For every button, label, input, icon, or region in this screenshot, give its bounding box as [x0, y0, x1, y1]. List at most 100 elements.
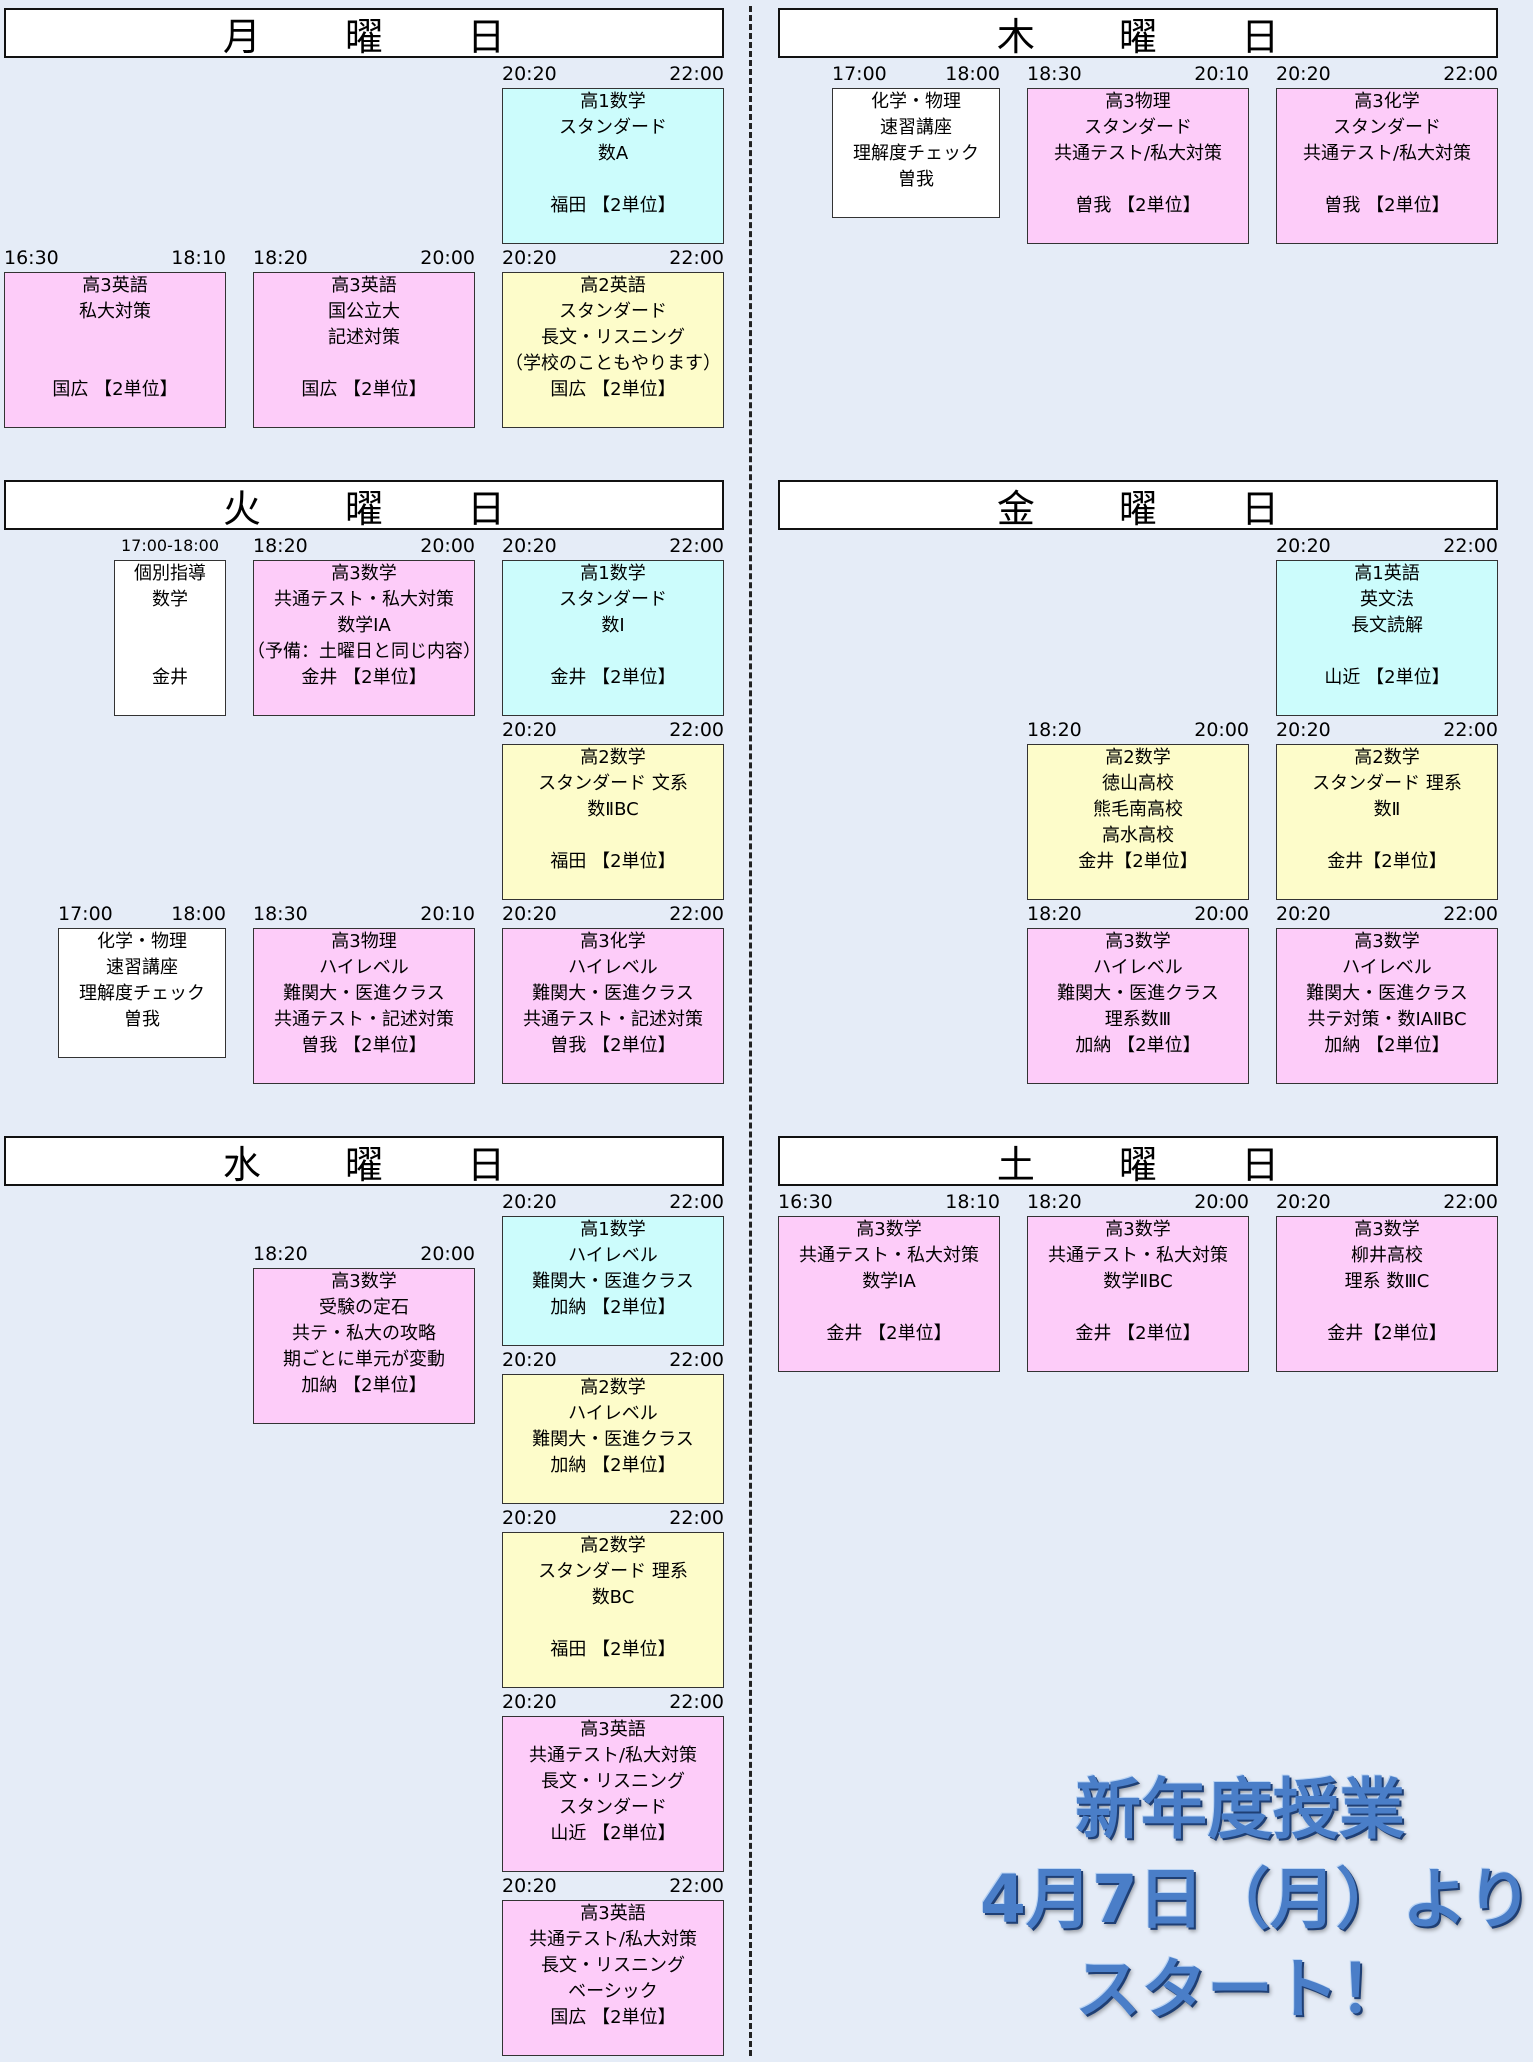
lesson-line: 加納 【2単位】: [301, 1375, 427, 1396]
lesson-line: 数Ⅱ: [1373, 799, 1401, 820]
end-time: 18:10: [945, 1191, 1000, 1213]
lesson-line: 国広 【2単位】: [301, 379, 427, 400]
time-range-mon3: 18:20 20:00: [253, 244, 475, 270]
start-time: 20:20: [1276, 903, 1331, 925]
start-time: 18:20: [253, 247, 308, 269]
start-time: 20:20: [502, 719, 557, 741]
end-time: 22:00: [1443, 63, 1498, 85]
start-time: 20:20: [502, 63, 557, 85]
lesson-line: 記述対策: [328, 327, 400, 348]
lesson-line: 高2数学: [580, 747, 646, 768]
lesson-line: （学校のこともやります）: [505, 353, 721, 374]
lesson-line: 柳井高校: [1351, 1245, 1423, 1266]
lesson-line: スタンダード 文系: [538, 773, 688, 794]
end-time: 18:10: [171, 247, 226, 269]
lesson-line: 私大対策: [79, 301, 151, 322]
start-time: 20:20: [1276, 63, 1331, 85]
lesson-line: 国公立大: [328, 301, 400, 322]
lesson-line: 高1英語: [1354, 563, 1420, 584]
lesson-line: スタンダード: [559, 117, 667, 138]
start-time: 18:20: [1027, 719, 1082, 741]
lesson-line: 加納 【2単位】: [550, 1455, 676, 1476]
time-range-sat1: 16:30 18:10: [778, 1188, 1000, 1214]
end-time: 22:00: [1443, 535, 1498, 557]
end-time: 20:00: [1194, 719, 1249, 741]
lesson-box-wed2: 高3数学受験の定石共テ・私大の攻略期ごとに単元が変動加納 【2単位】: [253, 1268, 475, 1424]
lesson-line: 高3英語: [580, 1719, 646, 1740]
start-time: 18:20: [253, 535, 308, 557]
lesson-line: スタンダード 理系: [1312, 773, 1462, 794]
lesson-line: 高3数学: [1354, 931, 1420, 952]
end-time: 20:00: [1194, 1191, 1249, 1213]
lesson-line: 難関大・医進クラス: [1306, 983, 1468, 1004]
lesson-line: ベーシック: [568, 1981, 658, 2002]
lesson-line: 難関大・医進クラス: [532, 1271, 694, 1292]
end-time: 20:00: [420, 1243, 475, 1265]
lesson-line: 金井: [152, 667, 188, 688]
end-time: 22:00: [1443, 903, 1498, 925]
lesson-line: 曽我 【2単位】: [301, 1035, 427, 1056]
lesson-line: 数学ⅠA: [862, 1271, 916, 1292]
lesson-box-wed5: 高3英語共通テスト/私大対策長文・リスニングスタンダード山近 【2単位】: [502, 1716, 724, 1872]
end-time: 20:00: [420, 247, 475, 269]
lesson-line: ハイレベル: [568, 1245, 658, 1266]
lesson-line: 難関大・医進クラス: [1057, 983, 1219, 1004]
start-time: 20:20: [502, 1191, 557, 1213]
start-time: 20:20: [502, 247, 557, 269]
lesson-box-tue7: 高3化学ハイレベル難関大・医進クラス共通テスト・記述対策曽我 【2単位】: [502, 928, 724, 1084]
lesson-line: 加納 【2単位】: [550, 1297, 676, 1318]
lesson-line: ハイレベル: [1093, 957, 1183, 978]
end-time: 22:00: [669, 1507, 724, 1529]
start-time: 18:30: [253, 903, 308, 925]
start-time: 20:20: [1276, 1191, 1331, 1213]
lesson-box-thu2: 高3物理スタンダード共通テスト/私大対策曽我 【2単位】: [1027, 88, 1249, 244]
lesson-line: 高3数学: [1354, 1219, 1420, 1240]
lesson-line: 長文・リスニング: [541, 1955, 685, 1976]
lesson-line: 高3英語: [82, 275, 148, 296]
day-header-friday: 金 曜 日: [778, 480, 1498, 531]
lesson-line: 数学: [152, 589, 188, 610]
lesson-line: 金井 【2単位】: [826, 1323, 952, 1344]
lesson-box-fri1: 高1英語英文法長文読解山近 【2単位】: [1276, 560, 1498, 716]
lesson-line: 共テ対策・数ⅠAⅡBC: [1307, 1009, 1467, 1030]
announcement-line-2: 4月7日（月）より: [980, 1861, 1533, 1938]
lesson-line: 高2数学: [1105, 747, 1171, 768]
lesson-line: 熊毛南高校: [1093, 799, 1183, 820]
end-time: 20:10: [1194, 63, 1249, 85]
lesson-line: 高2数学: [580, 1377, 646, 1398]
lesson-line: 国広 【2単位】: [52, 379, 178, 400]
lesson-line: 長文・リスニング: [541, 327, 685, 348]
lesson-line: 金井【2単位】: [1078, 851, 1198, 872]
lesson-line: ハイレベル: [568, 1403, 658, 1424]
lesson-box-mon3: 高3英語国公立大記述対策国広 【2単位】: [253, 272, 475, 428]
lesson-line: 速習講座: [106, 957, 178, 978]
lesson-line: 共テ・私大の攻略: [292, 1323, 436, 1344]
lesson-line: 曽我: [124, 1009, 160, 1030]
time-range-fri2: 18:20 20:00: [1027, 716, 1249, 742]
lesson-line: 高1数学: [580, 1219, 646, 1240]
lesson-line: 曽我 【2単位】: [550, 1035, 676, 1056]
lesson-line: 曽我: [898, 169, 934, 190]
announcement: 新年度授業 4月7日（月）より スタート！: [980, 1765, 1533, 2035]
start-time: 16:30: [778, 1191, 833, 1213]
lesson-line: 曽我 【2単位】: [1075, 195, 1201, 216]
lesson-line: ハイレベル: [1342, 957, 1432, 978]
